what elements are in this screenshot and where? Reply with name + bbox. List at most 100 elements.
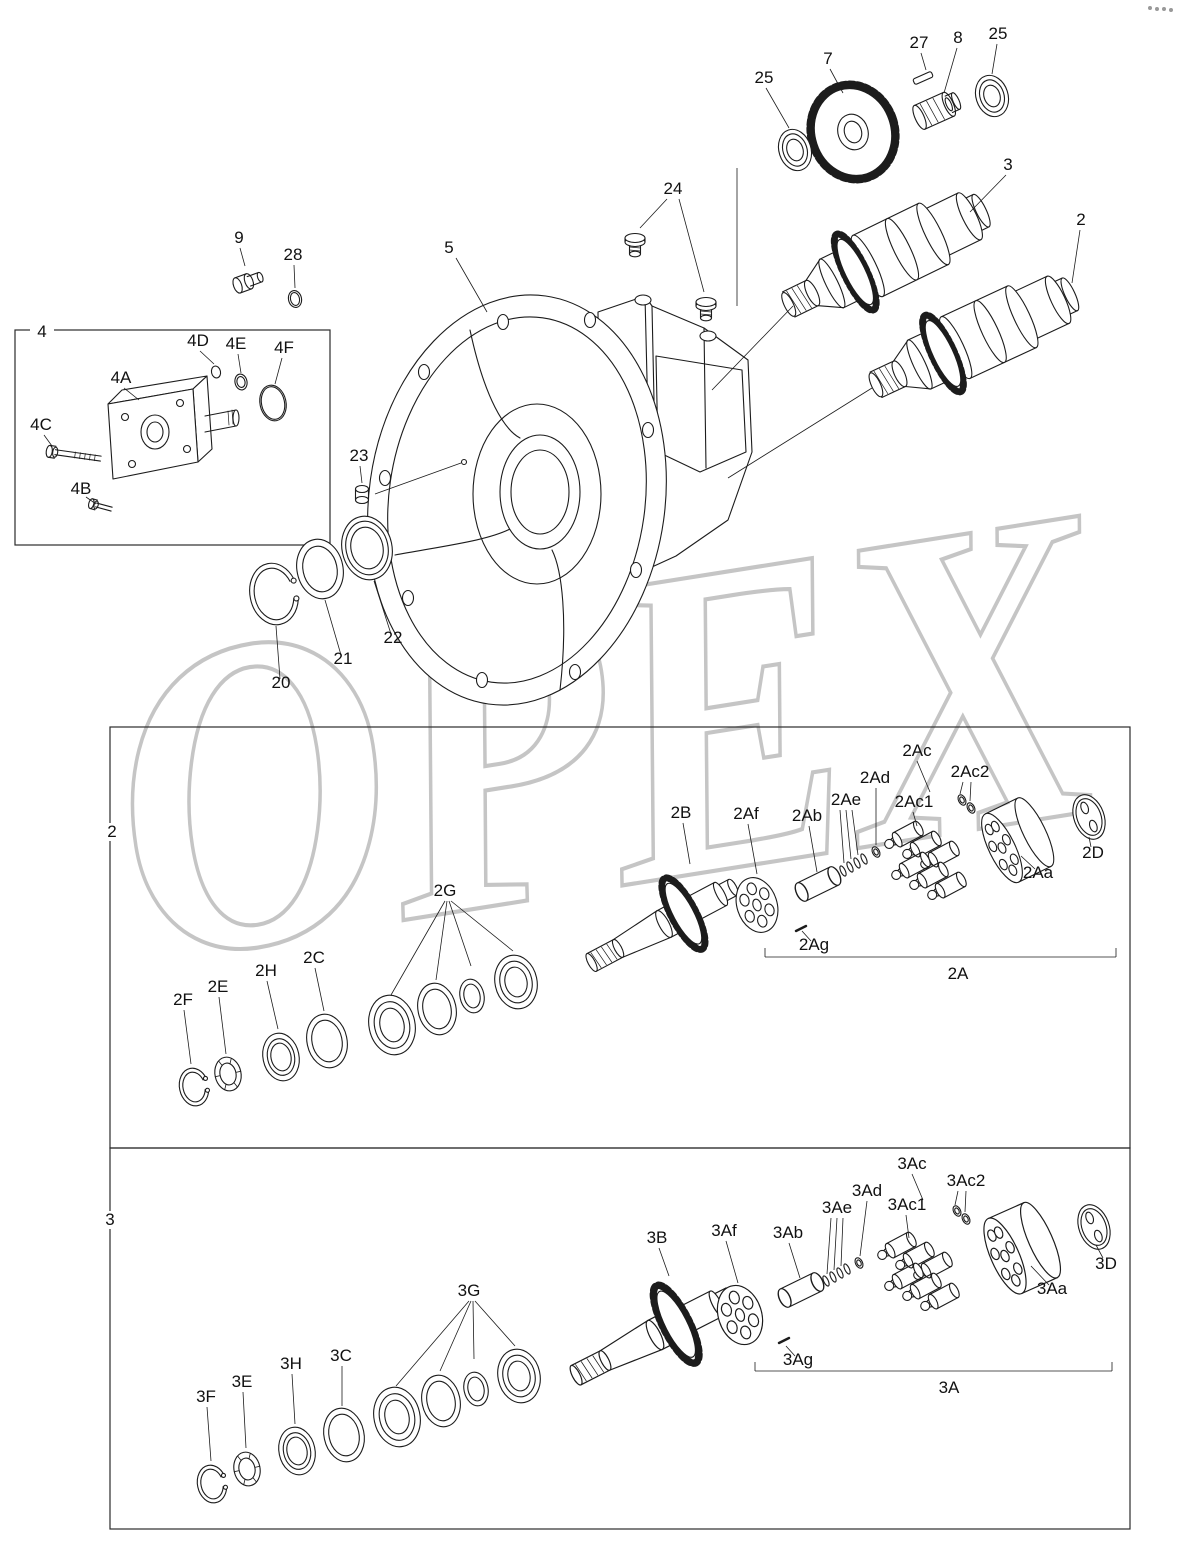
washer-21 <box>296 538 344 600</box>
leader-lines <box>43 43 1117 1462</box>
part-label-3Ac2: 3Ac2 <box>947 1171 986 1190</box>
ring-3G3 <box>460 1369 492 1409</box>
part-label-4F: 4F <box>274 338 294 357</box>
part-label-27: 27 <box>910 33 929 52</box>
part-label-25a: 25 <box>755 68 774 87</box>
part-label-3: 3 <box>1003 155 1012 174</box>
part-label-3D: 3D <box>1095 1254 1117 1273</box>
coupling-8 <box>912 91 962 130</box>
ring-3G2 <box>416 1371 466 1431</box>
bearing-25-right <box>969 70 1015 122</box>
vent-plug-24a <box>624 232 646 258</box>
gearbox-housing-drawing <box>367 294 753 706</box>
section2-parts <box>175 789 1112 1110</box>
part-label-3B: 3B <box>647 1228 668 1247</box>
part-label-2Aa: 2Aa <box>1023 863 1054 882</box>
key-27 <box>912 71 934 85</box>
part-label-7: 7 <box>823 49 832 68</box>
part-label-3Ad: 3Ad <box>852 1181 882 1200</box>
vent-plug-24b <box>695 296 717 322</box>
snap-ring-3F <box>193 1461 232 1507</box>
washer-3C <box>318 1403 370 1467</box>
bearing-3G1 <box>367 1382 427 1452</box>
part-label-4B: 4B <box>71 479 92 498</box>
part-label-2G: 2G <box>434 881 457 900</box>
snap-ring-2F <box>175 1064 214 1110</box>
part-label-2D: 2D <box>1082 843 1104 862</box>
part-label-2Ae: 2Ae <box>831 790 861 809</box>
part-label-3Ae: 3Ae <box>822 1198 852 1217</box>
part-label-2Ad: 2Ad <box>860 768 890 787</box>
retainer-3Af <box>709 1278 771 1352</box>
pump-cartridge-2 <box>854 254 1092 425</box>
o-ring-4E <box>234 373 248 391</box>
box-section-3 <box>109 1147 1131 1530</box>
o-ring-28 <box>287 290 303 308</box>
lock-ring-3E <box>230 1449 264 1489</box>
part-label-3A: 3A <box>939 1378 960 1397</box>
part-label-2A: 2A <box>948 964 969 983</box>
part-label-2Ac2: 2Ac2 <box>951 762 990 781</box>
seal-22 <box>341 515 393 581</box>
part-label-2: 2 <box>1076 210 1085 229</box>
part-label-3Af: 3Af <box>711 1221 737 1240</box>
o-ring-4D <box>210 365 222 379</box>
part-label-3Aa: 3Aa <box>1037 1279 1068 1298</box>
box-section-4 <box>14 329 331 546</box>
section3-parts <box>193 1197 1117 1507</box>
pin-3Ab <box>774 1270 828 1310</box>
diagram-linework <box>45 70 1117 1507</box>
part-label-3H: 3H <box>280 1354 302 1373</box>
section-boxes <box>14 329 1131 1530</box>
pump-cartridge-3 <box>766 171 1004 344</box>
part-label-4: 4 <box>37 322 46 341</box>
part-label-2B: 2B <box>671 803 692 822</box>
part-label-2E: 2E <box>208 977 229 996</box>
pin-3Ag <box>777 1336 791 1345</box>
part-label-3Ag: 3Ag <box>783 1350 813 1369</box>
part-label-2Ac1: 2Ac1 <box>895 792 934 811</box>
part-label-3F: 3F <box>196 1387 216 1406</box>
part-label-24: 24 <box>664 179 683 198</box>
part-label-4A: 4A <box>111 368 132 387</box>
ring-3Ad <box>852 1255 866 1271</box>
part-label-8: 8 <box>953 28 962 47</box>
part-label-20: 20 <box>272 673 291 692</box>
plug-23 <box>354 484 370 505</box>
part-label-25b: 25 <box>989 24 1008 43</box>
part-label-2Ac: 2Ac <box>902 741 932 760</box>
part-label-5: 5 <box>444 238 453 257</box>
part-label-2F: 2F <box>173 990 193 1009</box>
bolt-9 <box>232 271 264 294</box>
bolt-4C <box>45 444 102 462</box>
corner-marks <box>1148 6 1173 12</box>
o-ring-4F <box>259 384 287 422</box>
part-label-28: 28 <box>284 245 303 264</box>
part-label-2Ab: 2Ab <box>792 806 822 825</box>
part-label-9: 9 <box>234 228 243 247</box>
race-3H <box>273 1423 321 1479</box>
part-label-2Af: 2Af <box>733 804 759 823</box>
valve-plate-3D <box>1071 1199 1117 1255</box>
part-label-4D: 4D <box>187 331 209 350</box>
part-label-3E: 3E <box>232 1372 253 1391</box>
part-label-3Ab: 3Ab <box>773 1223 803 1242</box>
snap-ring-20 <box>249 562 300 626</box>
part-label-4E: 4E <box>226 334 247 353</box>
pilot-motor-4A <box>107 375 240 480</box>
part-label-4C: 4C <box>30 415 52 434</box>
part-label-23: 23 <box>350 446 369 465</box>
part-label-21: 21 <box>334 649 353 668</box>
bearing-3G4 <box>492 1344 546 1408</box>
bolt-4B <box>88 498 113 512</box>
shaft-3B <box>553 1257 753 1416</box>
part-label-2C: 2C <box>303 948 325 967</box>
part-labels: 27 8 25 25 7 3 2 24 9 28 5 23 22 21 20 4… <box>30 24 1117 1406</box>
part-label-3G: 3G <box>458 1281 481 1300</box>
part-label-3Ac1: 3Ac1 <box>888 1195 927 1214</box>
part-label-2Ag: 2Ag <box>799 935 829 954</box>
lock-ring-2E <box>211 1054 245 1094</box>
part-label-22: 22 <box>384 628 403 647</box>
